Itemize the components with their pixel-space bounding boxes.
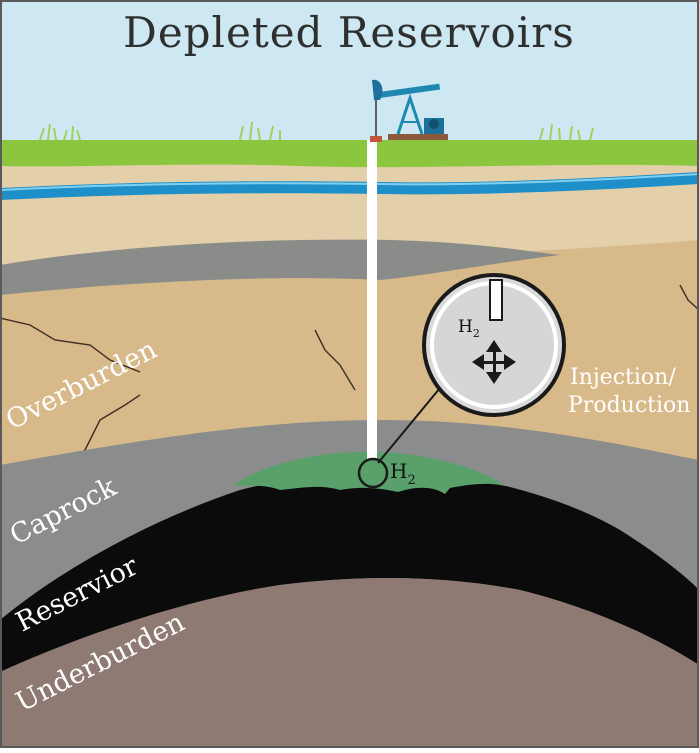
grass-band — [0, 140, 699, 168]
wellbore — [367, 140, 377, 460]
magnifier-connector — [377, 387, 441, 464]
underburden-layer — [0, 578, 699, 748]
flow-arrows-icon — [472, 340, 516, 384]
gas-cap — [232, 451, 505, 494]
well-target-circle — [357, 457, 389, 489]
diagram-title: Depleted Reservoirs — [123, 8, 575, 57]
sky — [0, 0, 699, 150]
shale-band — [0, 239, 560, 295]
injection-label-line1: Injection/ — [570, 365, 676, 390]
reservoir-layer — [0, 470, 699, 672]
pumpjack-icon — [370, 79, 448, 142]
grass-tufts — [39, 121, 594, 141]
aquifer — [0, 172, 699, 200]
magnifier-h2-label: H2 — [458, 317, 480, 340]
well-h2-label: H2 — [390, 459, 416, 488]
injection-label-line2: Production — [568, 393, 690, 418]
aquifer-highlight — [0, 173, 699, 191]
